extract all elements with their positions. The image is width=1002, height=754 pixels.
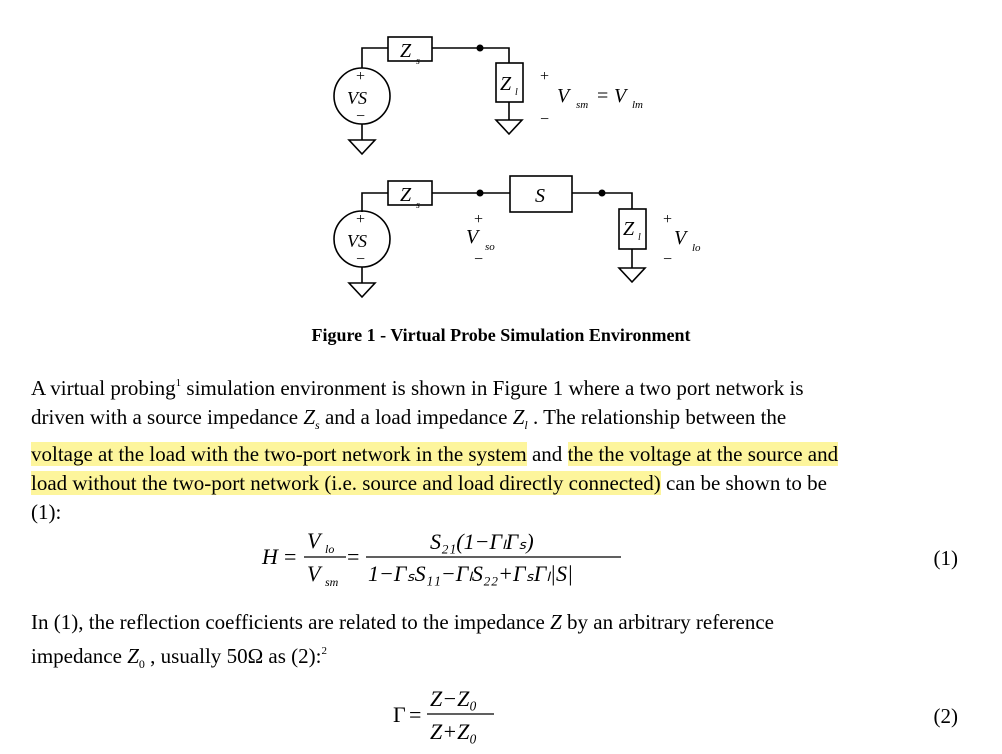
eq1-h: H — [261, 544, 279, 569]
eq1-num-sub: lo — [325, 542, 334, 556]
eq1-rhs-den: 1−ΓₛS₁₁−ΓₗS₂₂+ΓₛΓₗ|S| — [368, 561, 573, 586]
vs-label-top: VS — [347, 88, 367, 108]
eq2-num: Z−Z₀ — [430, 686, 477, 711]
zl-sub-top: l — [515, 87, 518, 98]
eq2-den: Z+Z₀ — [430, 719, 477, 744]
ground-icon — [347, 282, 377, 299]
ground-icon — [617, 267, 647, 284]
figure-caption: Figure 1 - Virtual Probe Simulation Envi… — [311, 325, 691, 345]
vso-plus: + — [474, 211, 483, 228]
footnote-ref-1[interactable]: 1 — [175, 377, 182, 389]
vlm-sub: lm — [632, 99, 643, 111]
zs-sub-top: s — [416, 56, 420, 67]
vlo-sub: lo — [692, 242, 701, 254]
vs-plus-bottom: + — [356, 211, 365, 228]
zs-sub-bottom: s — [416, 200, 420, 211]
zs-label-bottom: Z — [400, 184, 412, 206]
vlo-minus: − — [663, 251, 672, 268]
vs-minus-bottom: − — [356, 251, 365, 268]
para1-line-3: voltage at the load with the two-port ne… — [31, 442, 839, 466]
ground-icon — [494, 119, 524, 136]
zl-sub-bottom: l — [638, 232, 641, 243]
vso-sub: so — [485, 241, 495, 253]
node-dot-bottom-right — [598, 189, 606, 197]
zs-resistor-top — [387, 36, 433, 62]
ground-icon — [347, 139, 377, 156]
vsm-eq: = — [597, 85, 608, 107]
highlight-3: load without the two-port network (i.e. … — [31, 471, 661, 495]
para1-line-5: (1): — [31, 500, 62, 524]
paragraph-2: In (1), the reflection coefficients are … — [31, 608, 774, 679]
eq1-number: (1) — [933, 546, 959, 570]
highlight-1: voltage at the load with the two-port ne… — [31, 442, 527, 466]
vs-label-bottom: VS — [347, 231, 367, 251]
eq1-den-sub: sm — [325, 575, 339, 589]
para2-line-2: impedance Z0 , usually 50Ω as (2):2 — [31, 644, 328, 671]
vso-minus: − — [474, 251, 483, 268]
vs-plus-top: + — [356, 68, 365, 85]
para1-line-1: A virtual probing1 simulation environmen… — [31, 376, 804, 400]
s-block-label: S — [535, 185, 545, 207]
eq1-num-v: V — [307, 528, 323, 553]
para2-line-1: In (1), the reflection coefficients are … — [31, 610, 774, 634]
paragraph-1: A virtual probing1 simulation environmen… — [31, 369, 839, 527]
eq1-den-v: V — [307, 561, 323, 586]
circuit-figure: Z s Z l + VS − + V sm = V lm − Z s S Z l… — [333, 36, 701, 299]
vsm-label: V — [557, 85, 572, 107]
eq1-rhs-num: S₂₁(1−ΓₗΓₛ) — [430, 529, 534, 554]
node-dot-top — [476, 44, 484, 52]
vsm-sub: sm — [576, 99, 588, 111]
s-block — [509, 175, 573, 213]
vs-minus-top: − — [356, 108, 365, 125]
highlight-2: the the voltage at the source and — [567, 442, 839, 466]
vsm-minus: − — [540, 111, 549, 128]
node-dot-bottom-left — [476, 189, 484, 197]
para1-line-4: load without the two-port network (i.e. … — [31, 471, 828, 495]
eq1-eq2: = — [347, 544, 359, 569]
footnote-ref-2[interactable]: 2 — [321, 645, 328, 657]
eq2-eq: = — [409, 702, 421, 727]
eq2-number: (2) — [933, 704, 959, 728]
zl-label-bottom: Z — [623, 218, 635, 240]
zl-label-top: Z — [500, 73, 512, 95]
eq2-gamma: Γ — [393, 702, 406, 727]
zs-label-top: Z — [400, 40, 412, 62]
vlm-label: V — [614, 85, 629, 107]
vlo-plus: + — [663, 211, 672, 228]
vlo-label: V — [674, 227, 689, 249]
para1-line-2: driven with a source impedance Zs and a … — [31, 405, 787, 432]
vsm-plus: + — [540, 68, 549, 85]
eq1-eq1: = — [284, 544, 296, 569]
vso-label: V — [466, 226, 481, 248]
